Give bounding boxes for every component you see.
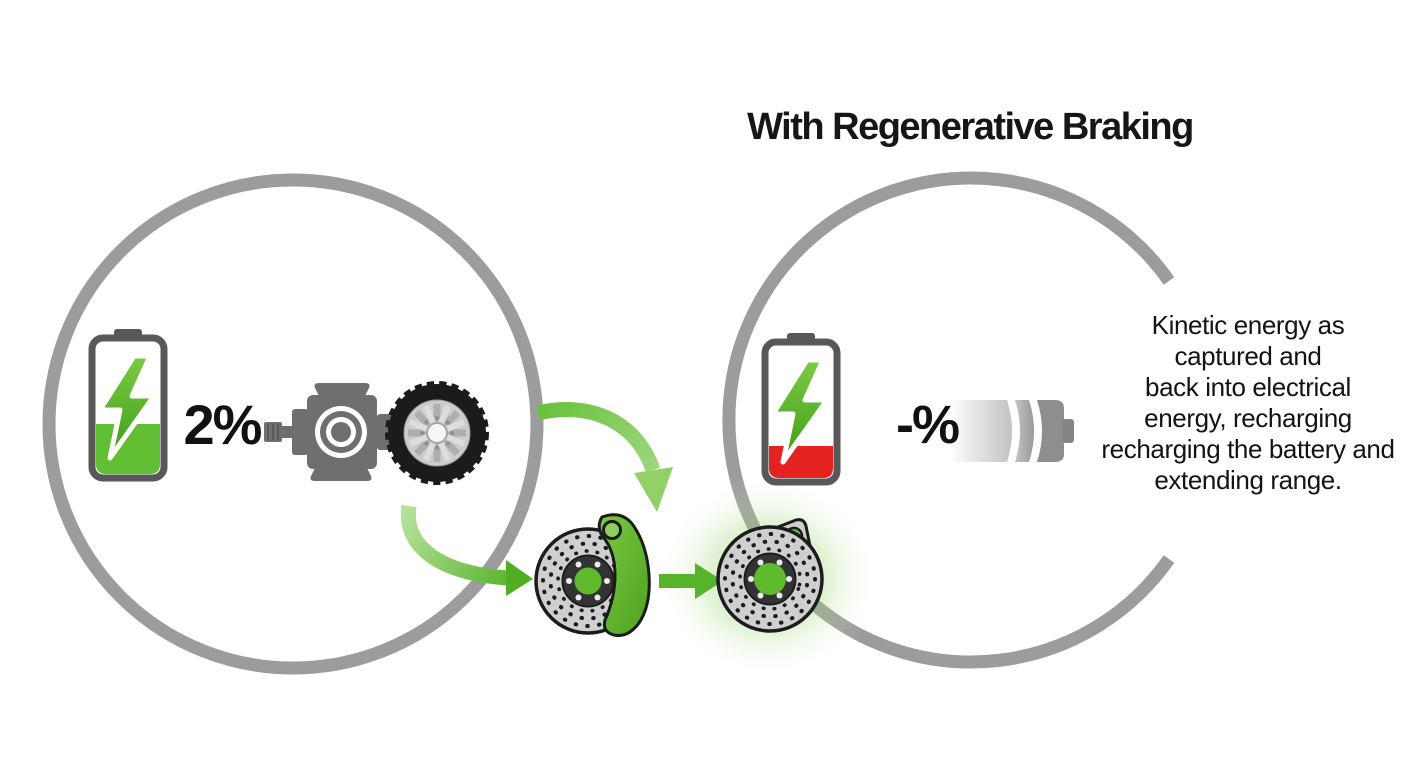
right-cycle-ring <box>722 171 1175 669</box>
motor-icon <box>264 383 391 481</box>
battery-low-red-icon <box>761 333 841 486</box>
battery-low-green-icon <box>88 329 168 482</box>
left-cycle-ring <box>42 173 544 675</box>
right-battery-percent-label: -% <box>896 395 960 455</box>
battery-charging-gradient-icon <box>949 400 1074 462</box>
arrow-right-icon <box>659 563 723 599</box>
curved-arrow-right-icon <box>400 504 533 596</box>
diagram-title: With Regenerative Braking <box>747 106 1194 148</box>
tire-icon <box>385 381 489 485</box>
curved-arrow-down-icon <box>536 402 673 512</box>
regen-description-text: Kinetic energy as captured and back into… <box>1101 310 1395 495</box>
left-battery-percent-label: 2% <box>183 393 263 456</box>
brake-disc-glowing-icon <box>716 518 824 633</box>
brake-disc-caliper-icon <box>534 513 651 637</box>
